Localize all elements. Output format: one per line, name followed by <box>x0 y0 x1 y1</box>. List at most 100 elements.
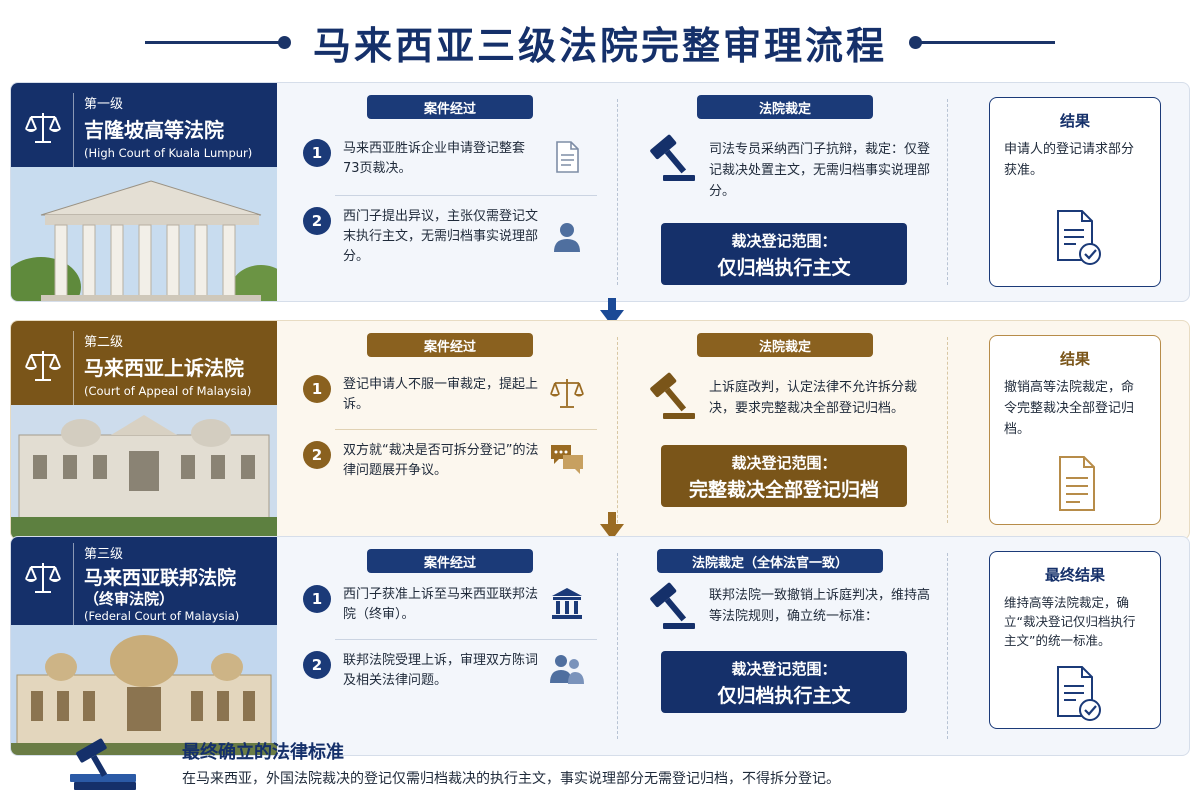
document-check-icon <box>1057 666 1101 721</box>
legal-standard-title: 最终确立的法律标准 <box>182 742 344 763</box>
chat-icon <box>551 445 583 474</box>
court-name: 马来西亚联邦法院 <box>84 567 237 589</box>
registration-scope-value: 仅归档执行主文 <box>717 257 851 279</box>
result-card: 结果 申请人的登记请求部分获准。 <box>989 97 1161 287</box>
result-text: 申请人的登记请求部分获准。 <box>1004 142 1135 178</box>
step-divider <box>335 195 597 196</box>
column-divider <box>947 337 948 523</box>
registration-scope-box: 裁决登记范围： 仅归档执行主文 <box>661 223 907 285</box>
court-ruling-section: 法院裁定 司法专员采纳西门子抗辩，裁定：仅登记裁决处置主文，无需归档事实说理部分… <box>623 83 945 301</box>
scales-of-justice-icon <box>25 113 61 143</box>
process-step: 1 登记申请人不服一审裁定，提起上诉。 <box>303 375 599 415</box>
court-panel: 第二级 马来西亚上诉法院 (Court of Appeal of Malaysi… <box>11 321 277 539</box>
gavel-books-icon <box>70 738 136 790</box>
court-row-high-court: 第一级 吉隆坡高等法院 (High Court of Kuala Lumpur)… <box>10 82 1190 302</box>
registration-scope-label: 裁决登记范围： <box>731 232 837 250</box>
court-name-english: (Court of Appeal of Malaysia) <box>84 384 252 398</box>
step-text: 联邦法院受理上诉，审理双方陈词及相关法律问题。 <box>343 653 539 688</box>
legal-standard-text: 在马来西亚，外国法院裁决的登记仅需归档裁决的执行主文，事实说理部分无需登记归档，… <box>182 771 840 787</box>
ruling-text: 司法专员采纳西门子抗辩，裁定：仅登记裁决处置主文，无需归档事实说理部分。 <box>709 142 931 199</box>
case-process-section: 案件经过 1 登记申请人不服一审裁定，提起上诉。 2 双方就“裁决是否可拆分登记… <box>287 321 615 539</box>
step-number: 1 <box>303 375 331 403</box>
flow-arrow-down-icon <box>600 512 624 540</box>
case-process-label: 案件经过 <box>367 333 533 357</box>
registration-scope-value: 完整裁决全部登记归档 <box>688 479 879 501</box>
registration-scope-box: 裁决登记范围： 仅归档执行主文 <box>661 651 907 713</box>
process-step: 2 西门子提出异议，主张仅需登记文末执行主文，无需归档事实说理部分。 <box>303 207 599 267</box>
result-text: 维持高等法院裁定，确立“裁决登记仅归档执行主文”的统一标准。 <box>1004 595 1136 648</box>
legal-standard-footer: 最终确立的法律标准 在马来西亚，外国法院裁决的登记仅需归档裁决的执行主文，事实说… <box>10 736 1190 796</box>
court-title-block: 第三级 马来西亚联邦法院 （终审法院） (Federal Court of Ma… <box>73 543 239 625</box>
court-level: 第三级 <box>84 547 124 562</box>
case-process-label: 案件经过 <box>367 95 533 119</box>
court-level: 第一级 <box>84 97 124 112</box>
court-row-court-of-appeal: 第二级 马来西亚上诉法院 (Court of Appeal of Malaysi… <box>10 320 1190 540</box>
step-divider <box>335 429 597 430</box>
court-panel: 第一级 吉隆坡高等法院 (High Court of Kuala Lumpur) <box>11 83 277 301</box>
step-number: 2 <box>303 441 331 469</box>
step-text: 双方就“裁决是否可拆分登记”的法律问题展开争议。 <box>343 443 539 478</box>
court-name-subtitle: （终审法院） <box>84 590 175 608</box>
court-name-english: (Federal Court of Malaysia) <box>84 609 240 623</box>
result-text: 撤销高等法院裁定，命令完整裁决全部登记归档。 <box>1004 380 1135 437</box>
court-row-federal-court: 第三级 马来西亚联邦法院 （终审法院） (Federal Court of Ma… <box>10 536 1190 756</box>
step-number: 2 <box>303 207 331 235</box>
court-level: 第二级 <box>84 335 124 350</box>
ruling-text: 联邦法院一致撤销上诉庭判决，维持高等法院规则，确立统一标准： <box>709 588 931 624</box>
column-divider <box>617 337 618 523</box>
scales-of-justice-icon <box>25 563 61 593</box>
process-step: 1 马来西亚胜诉企业申请登记整套73页裁决。 <box>303 139 599 179</box>
column-divider <box>617 553 618 739</box>
registration-scope-label: 裁决登记范围： <box>731 454 837 472</box>
column-divider <box>947 553 948 739</box>
result-title: 最终结果 <box>1044 566 1105 584</box>
header: 马来西亚三级法院完整审理流程 <box>0 10 1200 74</box>
gavel-icon <box>650 134 695 181</box>
step-text: 马来西亚胜诉企业申请登记整套73页裁决。 <box>343 141 526 176</box>
gavel-icon <box>650 372 695 419</box>
courthouse-icon <box>552 588 582 619</box>
document-icon <box>1059 456 1095 511</box>
court-title-block: 第二级 马来西亚上诉法院 (Court of Appeal of Malaysi… <box>73 331 251 405</box>
page-title: 马来西亚三级法院完整审理流程 <box>312 23 887 68</box>
ruling-text: 上诉庭改判，认定法律不允许拆分裁决，要求完整裁决全部登记归档。 <box>709 380 918 416</box>
group-icon <box>550 655 584 684</box>
registration-scope-value: 仅归档执行主文 <box>717 685 851 707</box>
result-card: 最终结果 维持高等法院裁定，确立“裁决登记仅归档执行主文”的统一标准。 <box>989 551 1161 729</box>
court-ruling-label: 法院裁定（全体法官一致） <box>657 549 883 573</box>
court-header: 第三级 马来西亚联邦法院 （终审法院） (Federal Court of Ma… <box>11 537 277 625</box>
high-court-building-image <box>11 167 277 301</box>
court-title-block: 第一级 吉隆坡高等法院 (High Court of Kuala Lumpur) <box>73 93 252 167</box>
case-process-label: 案件经过 <box>367 549 533 573</box>
title-decoration-left <box>144 35 291 49</box>
result-title: 结果 <box>1059 112 1090 130</box>
court-name-english: (High Court of Kuala Lumpur) <box>84 146 253 160</box>
step-text: 西门子提出异议，主张仅需登记文末执行主文，无需归档事实说理部分。 <box>343 209 539 264</box>
step-text: 西门子获准上诉至马来西亚联邦法院（终审）。 <box>343 587 539 622</box>
step-number: 2 <box>303 651 331 679</box>
document-check-icon <box>1057 210 1101 265</box>
result-title: 结果 <box>1059 350 1090 368</box>
process-step: 2 联邦法院受理上诉，审理双方陈词及相关法律问题。 <box>303 651 599 691</box>
court-ruling-label: 法院裁定 <box>697 95 873 119</box>
step-text: 登记申请人不服一审裁定，提起上诉。 <box>343 377 539 412</box>
step-number: 1 <box>303 139 331 167</box>
flow-arrow-down-icon <box>600 298 624 326</box>
court-name: 吉隆坡高等法院 <box>84 118 224 142</box>
person-icon <box>554 223 580 252</box>
court-ruling-section: 法院裁定（全体法官一致） 联邦法院一致撤销上诉庭判决，维持高等法院规则，确立统一… <box>623 537 945 755</box>
court-panel: 第三级 马来西亚联邦法院 （终审法院） (Federal Court of Ma… <box>11 537 277 755</box>
case-process-section: 案件经过 1 西门子获准上诉至马来西亚联邦法院（终审）。 2 联邦法院受理上诉，… <box>287 537 615 755</box>
court-ruling-section: 法院裁定 上诉庭改判，认定法律不允许拆分裁决，要求完整裁决全部登记归档。 裁决登… <box>623 321 945 539</box>
scale-icon <box>550 379 584 408</box>
court-header: 第一级 吉隆坡高等法院 (High Court of Kuala Lumpur) <box>11 83 277 167</box>
process-step: 1 西门子获准上诉至马来西亚联邦法院（终审）。 <box>303 585 599 625</box>
column-divider <box>617 99 618 285</box>
court-ruling-label: 法院裁定 <box>697 333 873 357</box>
document-icon <box>556 141 579 173</box>
result-card: 结果 撤销高等法院裁定，命令完整裁决全部登记归档。 <box>989 335 1161 525</box>
process-step: 2 双方就“裁决是否可拆分登记”的法律问题展开争议。 <box>303 441 599 481</box>
scales-of-justice-icon <box>25 351 61 381</box>
court-name: 马来西亚上诉法院 <box>84 356 244 380</box>
gavel-icon <box>650 582 695 629</box>
